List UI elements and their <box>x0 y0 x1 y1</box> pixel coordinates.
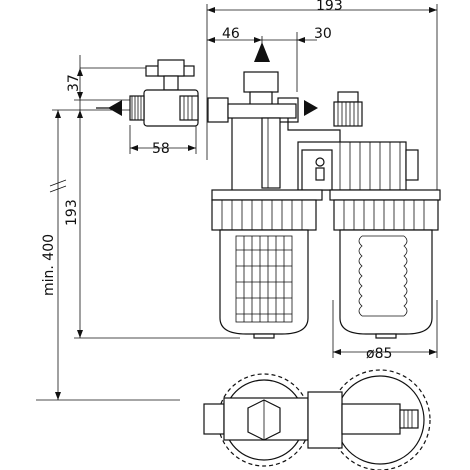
flow-arrow-out-icon <box>304 100 318 116</box>
ball-valve <box>129 59 199 127</box>
dim-inlet-offset: 46 <box>222 26 240 42</box>
dim-valve-height: 37 <box>66 74 82 92</box>
outlet-nipple <box>333 91 363 127</box>
dim-diameter: ø85 <box>366 346 392 362</box>
dimension-arrowheads <box>55 7 437 400</box>
flow-arrow-up-icon <box>254 42 270 62</box>
dosing-bowl-right <box>329 189 441 339</box>
dim-height: 193 <box>64 199 80 226</box>
filter-head <box>207 71 341 190</box>
dim-min-clearance: min. 400 <box>41 234 57 296</box>
dim-valve-length: 58 <box>152 141 170 157</box>
dim-outlet-offset: 30 <box>314 26 332 42</box>
top-view <box>203 369 431 470</box>
dosing-head <box>297 141 419 191</box>
filter-bowl-left <box>211 189 323 339</box>
dim-total-width: 193 <box>316 0 343 14</box>
